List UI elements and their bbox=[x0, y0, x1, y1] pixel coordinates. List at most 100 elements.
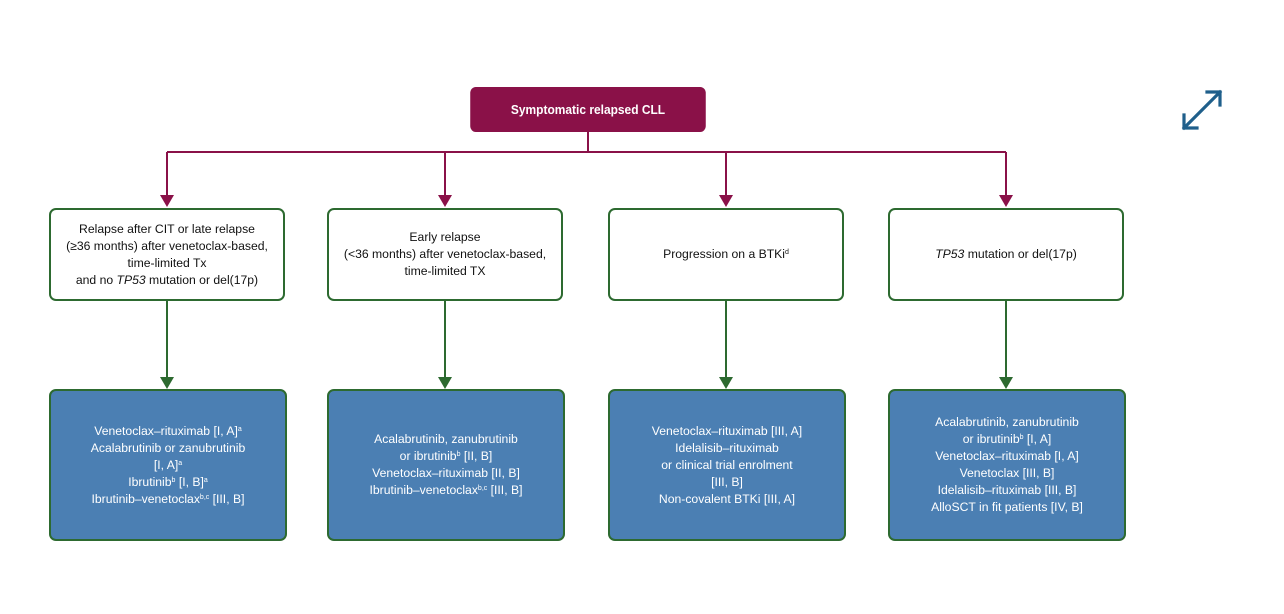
text-line: Acalabrutinib or zanubrutinib bbox=[91, 440, 245, 457]
treatment-box-early-relapse: Acalabrutinib, zanubrutinib or ibrutinibb… bbox=[327, 389, 565, 541]
text-run: or ibrutinib bbox=[962, 432, 1020, 446]
condition-text: TP53 mutation or del(17p) bbox=[935, 246, 1077, 263]
text-run: (<36 months) after venetoclax-based, bbox=[343, 247, 547, 261]
condition-box-late-relapse: Relapse after CIT or late relapse (≥36 mo… bbox=[49, 208, 285, 301]
text-run: Venetoclax [III, B] bbox=[959, 466, 1055, 480]
text-line: Ibrutinib–venetoclaxb,c [III, B] bbox=[91, 491, 245, 508]
text-line: [III, B] bbox=[652, 474, 802, 491]
treatment-text: Venetoclax–rituximab [III, A] Idelalisib–… bbox=[652, 423, 802, 508]
text-run: Acalabrutinib, zanubrutinib bbox=[374, 432, 518, 446]
text-line: Non-covalent BTKi [III, A] bbox=[652, 491, 802, 508]
text-run: or clinical trial enrolment bbox=[661, 457, 793, 472]
text-run: Venetoclax–rituximab [II, B] bbox=[372, 466, 520, 480]
treatment-arrowhead bbox=[999, 377, 1013, 389]
footnote-marker: b,c bbox=[199, 493, 210, 501]
text-run: [II, B] bbox=[460, 449, 493, 463]
text-run: or ibrutinib bbox=[399, 449, 457, 463]
text-run: mutation or del(17p) bbox=[145, 272, 259, 287]
text-run: Venetoclax–rituximab [I, A] bbox=[94, 423, 238, 438]
condition-text: Early relapse (<36 months) after venetocl… bbox=[344, 229, 546, 280]
text-run: Ibrutinib–venetoclax bbox=[91, 491, 200, 506]
text-run: Relapse after CIT or late relapse bbox=[79, 221, 255, 236]
treatment-arrowhead bbox=[438, 377, 452, 389]
text-run: and no bbox=[75, 272, 117, 287]
text-line: Acalabrutinib, zanubrutinib bbox=[931, 414, 1083, 431]
gene-name: TP53 bbox=[935, 247, 965, 261]
root-label: Symptomatic relapsed CLL bbox=[510, 102, 666, 117]
footnote-marker: b bbox=[171, 476, 176, 484]
branch-arrowhead bbox=[999, 195, 1013, 207]
text-line: Idelalisib–rituximab [III, B] bbox=[931, 482, 1083, 499]
text-line: Ibrutinib–venetoclaxb,c [III, B] bbox=[370, 482, 523, 499]
condition-box-btki-progression: Progression on a BTKid bbox=[608, 208, 844, 301]
text-line: Acalabrutinib, zanubrutinib bbox=[370, 431, 523, 448]
text-run: Venetoclax–rituximab [III, A] bbox=[651, 423, 803, 438]
text-line: Venetoclax–rituximab [I, A]a bbox=[91, 423, 245, 440]
condition-box-early-relapse: Early relapse (<36 months) after venetocl… bbox=[327, 208, 563, 301]
text-run: (≥36 months) after venetoclax-based, bbox=[66, 238, 268, 253]
text-run: Non-covalent BTKi [III, A] bbox=[658, 491, 796, 506]
text-run: [III, B] bbox=[711, 474, 743, 489]
text-line: Venetoclax–rituximab [II, B] bbox=[370, 465, 523, 482]
text-run: Idelalisib–rituximab [III, B] bbox=[937, 483, 1077, 497]
footnote-marker: d bbox=[785, 249, 789, 256]
treatment-text: Acalabrutinib, zanubrutinib or ibrutinibb… bbox=[370, 431, 523, 499]
text-run: [III, B] bbox=[209, 491, 245, 506]
text-line: Idelalisib–rituximab bbox=[652, 440, 802, 457]
treatment-arrowhead bbox=[160, 377, 174, 389]
condition-text: Relapse after CIT or late relapse (≥36 mo… bbox=[66, 221, 268, 289]
gene-name: TP53 bbox=[116, 272, 146, 287]
branch-arrowhead bbox=[719, 195, 733, 207]
text-run: Acalabrutinib or zanubrutinib bbox=[90, 440, 246, 455]
text-run: Venetoclax–rituximab [I, A] bbox=[935, 449, 1079, 463]
text-line: Early relapse bbox=[344, 229, 546, 246]
text-run: mutation or del(17p) bbox=[964, 247, 1077, 261]
condition-box-tp53: TP53 mutation or del(17p) bbox=[888, 208, 1124, 301]
text-line: or ibrutinibb [II, B] bbox=[370, 448, 523, 465]
text-run: [I, A] bbox=[1023, 432, 1052, 446]
text-run: Ibrutinib bbox=[128, 474, 172, 489]
footnote-marker: b bbox=[1019, 434, 1024, 441]
footnote-marker: a bbox=[203, 476, 208, 484]
footnote-marker: a bbox=[237, 425, 242, 433]
text-run: [I, B] bbox=[175, 474, 204, 489]
text-line: time-limited TX bbox=[344, 263, 546, 280]
condition-text: Progression on a BTKid bbox=[663, 246, 789, 263]
text-line: time-limited Tx bbox=[66, 255, 268, 272]
text-line: or ibrutinibb [I, A] bbox=[931, 431, 1083, 448]
text-run: time-limited TX bbox=[404, 264, 486, 278]
text-line: Venetoclax [III, B] bbox=[931, 465, 1083, 482]
treatment-text: Acalabrutinib, zanubrutinib or ibrutinibb… bbox=[931, 414, 1083, 516]
text-line: Venetoclax–rituximab [III, A] bbox=[652, 423, 802, 440]
text-run: Acalabrutinib, zanubrutinib bbox=[935, 415, 1079, 429]
text-run: [III, B] bbox=[487, 483, 523, 497]
text-line: and no TP53 mutation or del(17p) bbox=[66, 272, 268, 289]
branch-arrowhead bbox=[438, 195, 452, 207]
text-run: Idelalisib–rituximab bbox=[675, 440, 779, 455]
text-line: [I, A]a bbox=[91, 457, 245, 474]
footnote-marker: b bbox=[456, 451, 461, 458]
text-run: time-limited Tx bbox=[127, 255, 207, 270]
treatment-box-tp53: Acalabrutinib, zanubrutinib or ibrutinibb… bbox=[888, 389, 1126, 541]
root-node: Symptomatic relapsed CLL bbox=[470, 87, 706, 132]
text-run: Early relapse bbox=[409, 230, 481, 244]
expand-button[interactable] bbox=[1176, 86, 1228, 136]
treatment-arrowhead bbox=[719, 377, 733, 389]
text-run: [I, A] bbox=[153, 457, 179, 472]
text-line: TP53 mutation or del(17p) bbox=[935, 246, 1077, 263]
text-line: (<36 months) after venetoclax-based, bbox=[344, 246, 546, 263]
expand-arrows-icon bbox=[1181, 89, 1223, 131]
text-line: Relapse after CIT or late relapse bbox=[66, 221, 268, 238]
text-line: (≥36 months) after venetoclax-based, bbox=[66, 238, 268, 255]
branch-arrowhead bbox=[160, 195, 174, 207]
text-run: Progression on a BTKi bbox=[663, 247, 786, 261]
text-line: Venetoclax–rituximab [I, A] bbox=[931, 448, 1083, 465]
text-line: Ibrutinibb [I, B]a bbox=[91, 474, 245, 491]
text-line: or clinical trial enrolment bbox=[652, 457, 802, 474]
text-line: AlloSCT in fit patients [IV, B] bbox=[931, 499, 1083, 516]
treatment-box-btki-progression: Venetoclax–rituximab [III, A] Idelalisib–… bbox=[608, 389, 846, 541]
text-run: Ibrutinib–venetoclax bbox=[369, 483, 478, 497]
